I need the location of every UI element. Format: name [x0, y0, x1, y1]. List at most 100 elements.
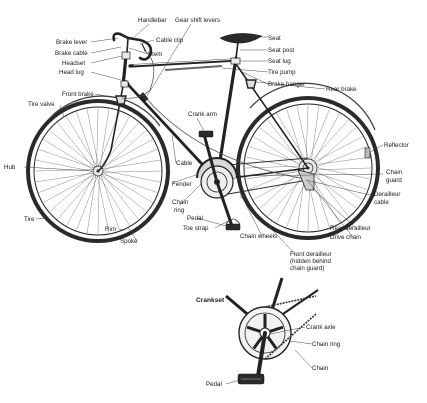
- leader-cable-clip: [139, 39, 155, 45]
- label-gear-shift-levers: Gear shift levers: [175, 17, 220, 24]
- front-spoke: [99, 174, 147, 212]
- rear-spoke: [313, 168, 363, 200]
- label-handlebar: Handlebar: [138, 17, 167, 24]
- leader-inset-chain-ring: [289, 340, 313, 345]
- chain-bottom: [216, 179, 309, 197]
- pedal-upper: [198, 130, 214, 138]
- label-rear-brake: Rear brake: [326, 86, 357, 93]
- front-spoke: [66, 173, 96, 226]
- inset-seat-tube: [270, 277, 284, 311]
- label-crankset-title: Crankset: [196, 297, 225, 304]
- label-spoke: Spoke: [120, 238, 138, 245]
- rear-spoke: [312, 113, 340, 165]
- rear-rim: [243, 103, 373, 233]
- label-head-lug: Head lug: [59, 69, 84, 76]
- label-reflector: Reflector: [384, 142, 409, 149]
- front-spoke: [86, 174, 97, 234]
- leader-handlebar: [133, 23, 150, 38]
- label-brake-hanger: Brake hanger: [268, 81, 305, 88]
- leader-hub: [23, 166, 93, 172]
- handlebar-part: [126, 36, 153, 61]
- leader-front-brake: [94, 93, 118, 99]
- crankset-inset: [225, 277, 319, 385]
- rear-fender: [249, 82, 376, 131]
- leader-chain-ring: [179, 183, 202, 206]
- label-tire-pump: Tire pump: [268, 69, 296, 76]
- rear-spoke: [286, 108, 305, 164]
- label-front-derailleur-line3: chain guard): [290, 265, 324, 272]
- leader-inset-chain: [294, 349, 313, 369]
- front-spoke: [66, 116, 98, 168]
- rear-spoke: [245, 156, 303, 170]
- seat-part: [219, 33, 263, 44]
- leader-rear-brake: [255, 81, 326, 90]
- rear-spoke: [276, 171, 304, 223]
- rear-spoke: [244, 165, 303, 169]
- label-front-brake: Front brake: [62, 91, 94, 98]
- seat-lug-part: [230, 57, 241, 65]
- rear-spoke: [267, 119, 303, 166]
- label-rear-derailleur: Rear derailleur: [330, 225, 371, 232]
- leader-derailleur-cable: [305, 179, 375, 197]
- rear-spoke: [311, 136, 363, 164]
- reflector-part: [364, 147, 371, 159]
- label-seat-post: Seat post: [268, 47, 294, 54]
- inset-chain-ring-inner: [244, 312, 286, 354]
- rear-spoke: [313, 127, 357, 167]
- rear-spoke: [253, 136, 303, 168]
- inset-chain-bottom: [264, 313, 317, 360]
- inset-spider-arm: [269, 325, 284, 333]
- front-spoke: [38, 149, 95, 169]
- brake-cable-line: [121, 49, 155, 99]
- stem-part: [126, 37, 129, 53]
- rear-spoke: [245, 170, 303, 180]
- label-brake-cable: Brake cable: [55, 50, 88, 57]
- leader-brake-cable: [90, 46, 122, 54]
- label-chain-ring-line1: Chain: [172, 199, 189, 206]
- label-tire-valve: Tire valve: [28, 101, 55, 108]
- rear-spoke: [310, 105, 320, 163]
- leader-drive-chain: [307, 180, 354, 238]
- inset-chain-top: [264, 295, 317, 308]
- drivetrain: [196, 130, 315, 231]
- leader-rim: [119, 228, 126, 231]
- label-front-derailleur-line2: (hidden behind: [290, 258, 331, 265]
- toe-strap-part: [225, 218, 241, 225]
- leader-fender: [171, 174, 197, 184]
- front-rim: [33, 106, 163, 236]
- label-front-derailleur-line1: Front derailleur: [290, 251, 332, 258]
- rear-spoke: [248, 146, 304, 165]
- seat-post-part: [235, 41, 239, 59]
- leader-lines: [23, 23, 384, 385]
- rear-tire: [236, 96, 380, 240]
- headset-part: [121, 51, 131, 60]
- front-tire: [26, 99, 170, 243]
- front-spoke: [99, 108, 110, 168]
- front-spoke: [101, 173, 158, 193]
- rear-spoke: [296, 105, 310, 163]
- label-crank-axle: Crank axle: [306, 324, 336, 331]
- label-derailleur-cable-line1: Derailleur: [374, 191, 400, 198]
- top-tube: [128, 58, 238, 68]
- label-inset-chain: Chain: [312, 365, 329, 372]
- front-spoke: [101, 170, 161, 183]
- front-spoke: [101, 159, 161, 170]
- leader-toe-strap: [214, 219, 231, 229]
- label-stem: Stem: [148, 51, 162, 58]
- leader-cable: [171, 134, 177, 164]
- inset-spider-arm: [246, 325, 261, 333]
- rear-spoke: [309, 119, 349, 163]
- front-spokes: [34, 107, 162, 235]
- front-spoke: [86, 108, 99, 168]
- rear-spoke: [310, 173, 357, 209]
- handlebar-left-part: [112, 32, 130, 42]
- rear-spoke: [259, 127, 306, 163]
- rear-spoke: [267, 173, 307, 217]
- leader-front-derailleur: [239, 195, 298, 257]
- front-spoke: [100, 116, 130, 169]
- label-inset-chain-ring: Chain ring: [312, 341, 341, 348]
- tire-pump-body: [164, 65, 223, 71]
- label-headset: Headset: [62, 60, 85, 67]
